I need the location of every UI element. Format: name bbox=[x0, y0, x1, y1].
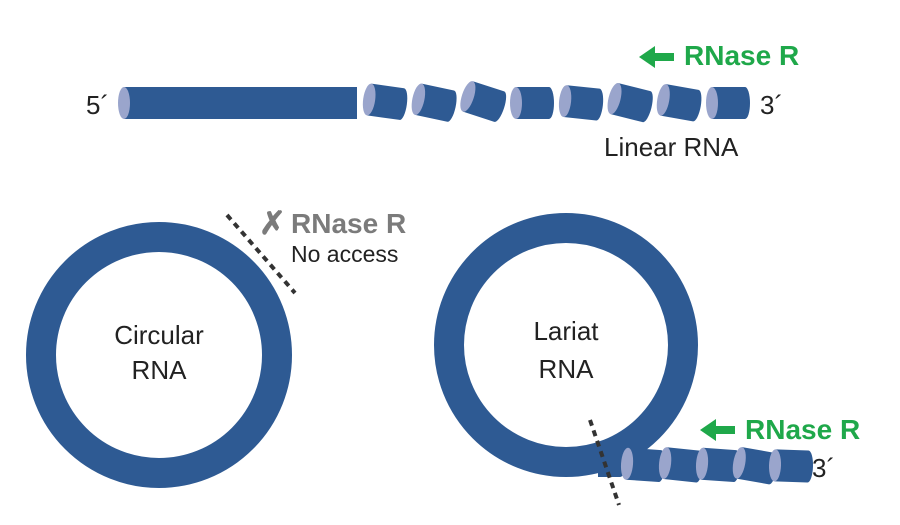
lariat-cut-line bbox=[588, 419, 621, 506]
rna-fragment bbox=[695, 447, 741, 483]
rna-fragment bbox=[706, 87, 750, 119]
lariat-three-prime-label: 3´ bbox=[812, 453, 836, 483]
rna-fragment bbox=[510, 87, 554, 119]
rna-fragment bbox=[362, 83, 408, 120]
rna-fragment bbox=[558, 85, 604, 121]
rna-fragment bbox=[460, 81, 507, 122]
rna-fragment bbox=[607, 83, 653, 123]
lariat-rnase-r-label: RNase R bbox=[745, 414, 861, 445]
lariat-tail-fragments bbox=[620, 447, 814, 485]
no-access-label: No access bbox=[291, 241, 399, 267]
rna-fragment bbox=[620, 447, 666, 483]
lariat-rna-label-line2: RNA bbox=[538, 354, 594, 384]
linear-rna-fragments bbox=[362, 81, 750, 123]
linear-rna-strand bbox=[118, 87, 357, 119]
rna-fragment bbox=[656, 84, 702, 122]
circular-rna-label-line2: RNA bbox=[131, 355, 187, 385]
five-prime-label: 5´ bbox=[86, 90, 110, 120]
rna-fragment bbox=[768, 449, 814, 483]
circular-rna-ring bbox=[26, 222, 292, 488]
rna-fragment bbox=[411, 83, 457, 122]
rna-fragment bbox=[732, 447, 778, 485]
arrow-left-icon bbox=[639, 46, 674, 68]
x-mark-icon: ✗ bbox=[259, 205, 286, 241]
circular-rnase-r-label: RNase R bbox=[291, 208, 407, 239]
lariat-rna-label-line1: Lariat bbox=[533, 316, 599, 346]
linear-rna-caption: Linear RNA bbox=[604, 132, 739, 162]
rna-fragment bbox=[658, 447, 704, 483]
linear-rnase-r-label: RNase R bbox=[684, 40, 800, 71]
lariat-rna-ring bbox=[434, 213, 698, 477]
arrow-left-icon bbox=[700, 419, 735, 441]
three-prime-label: 3´ bbox=[760, 90, 784, 120]
circular-rna-label-line1: Circular bbox=[114, 320, 204, 350]
